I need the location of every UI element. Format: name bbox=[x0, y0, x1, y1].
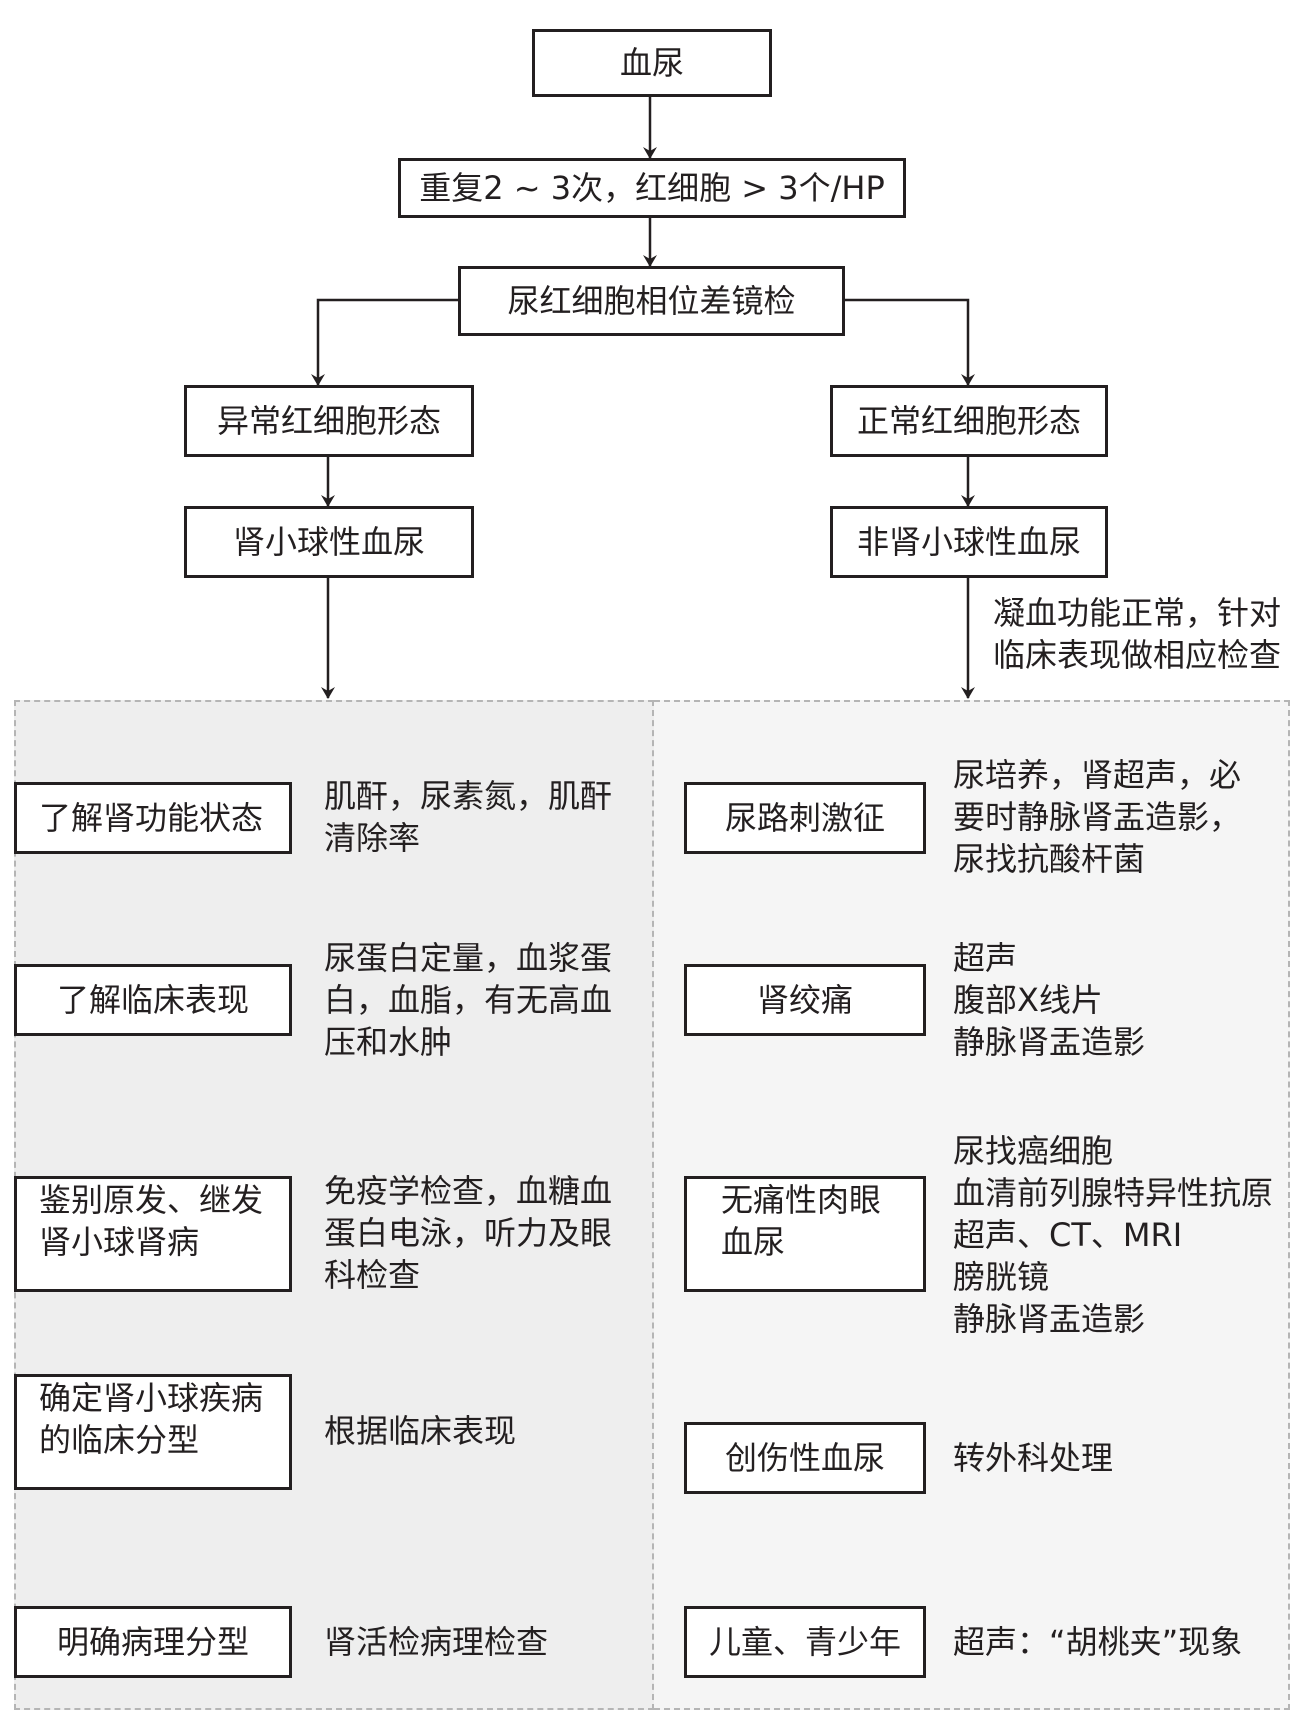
glomerular-hematuria-box: 肾小球性血尿 bbox=[184, 506, 474, 578]
renal-function-note: 肌酐，尿素氮，肌酐 清除率 bbox=[324, 775, 612, 859]
note-line: 血清前列腺特异性抗原 bbox=[953, 1174, 1274, 1212]
note-line: 免疫学检查，血糖血 bbox=[324, 1172, 613, 1210]
clinical-manifestation-note: 尿蛋白定量，血浆蛋 白，血脂，有无高血 压和水肿 bbox=[324, 937, 612, 1063]
phase-contrast-box: 尿红细胞相位差镜检 bbox=[458, 266, 845, 336]
note-line: 清除率 bbox=[324, 819, 421, 857]
box-line: 儿童、青少年 bbox=[708, 1623, 901, 1661]
renal-colic-box: 肾绞痛 bbox=[684, 964, 926, 1036]
box-line: 了解临床表现 bbox=[56, 981, 249, 1019]
arrow-to-normal-morphology bbox=[845, 298, 975, 386]
box-line: 鉴别原发、继发 bbox=[39, 1181, 264, 1219]
clinical-type-box: 确定肾小球疾病 的临床分型 bbox=[14, 1374, 292, 1490]
note-line: 超声 bbox=[953, 939, 1018, 977]
children-adolescents-box: 儿童、青少年 bbox=[684, 1606, 926, 1678]
note-line: 压和水肿 bbox=[324, 1023, 453, 1061]
pathology-type-box: 明确病理分型 bbox=[14, 1606, 292, 1678]
note-line: 超声、CT、MRI bbox=[953, 1216, 1183, 1254]
note-line: 肾活检病理检查 bbox=[324, 1623, 549, 1661]
normal-morphology-label: 正常红细胞形态 bbox=[856, 402, 1081, 440]
note-line: 科检查 bbox=[324, 1256, 421, 1294]
urinary-irritation-note: 尿培养，肾超声，必 要时静脉肾盂造影， 尿找抗酸杆菌 bbox=[953, 754, 1241, 880]
note-line: 要时静脉肾盂造影， bbox=[953, 798, 1242, 836]
note-line: 转外科处理 bbox=[953, 1439, 1114, 1477]
clinical-manifestation-box: 了解临床表现 bbox=[14, 964, 292, 1036]
box-line: 的临床分型 bbox=[39, 1421, 200, 1459]
traumatic-hematuria-note: 转外科处理 bbox=[953, 1437, 1113, 1479]
repeat-test-box: 重复2 ~ 3次，红细胞 > 3个/HP bbox=[398, 158, 906, 218]
note-line: 腹部X线片 bbox=[953, 981, 1103, 1019]
primary-secondary-note: 免疫学检查，血糖血 蛋白电泳，听力及眼 科检查 bbox=[324, 1170, 612, 1296]
note-line: 尿找抗酸杆菌 bbox=[953, 840, 1146, 878]
urinary-irritation-box: 尿路刺激征 bbox=[684, 782, 926, 854]
note-line: 根据临床表现 bbox=[324, 1412, 517, 1450]
box-line: 明确病理分型 bbox=[56, 1623, 249, 1661]
non-glomerular-hematuria-label: 非肾小球性血尿 bbox=[856, 523, 1081, 561]
arrow-to-abnormal-morphology bbox=[311, 298, 458, 386]
phase-contrast-label: 尿红细胞相位差镜检 bbox=[507, 282, 796, 320]
abnormal-morphology-label: 异常红细胞形态 bbox=[216, 402, 441, 440]
note-line: 尿找癌细胞 bbox=[953, 1132, 1114, 1170]
box-line: 尿路刺激征 bbox=[724, 799, 885, 837]
note-line: 白，血脂，有无高血 bbox=[324, 981, 613, 1019]
box-line: 创伤性血尿 bbox=[724, 1439, 885, 1477]
note-line: 尿蛋白定量，血浆蛋 bbox=[324, 939, 613, 977]
box-line: 肾绞痛 bbox=[756, 981, 853, 1019]
painless-gross-hematuria-note: 尿找癌细胞 血清前列腺特异性抗原 超声、CT、MRI 膀胱镜 静脉肾盂造影 bbox=[953, 1130, 1273, 1340]
renal-function-box: 了解肾功能状态 bbox=[14, 782, 292, 854]
renal-colic-note: 超声 腹部X线片 静脉肾盂造影 bbox=[953, 937, 1145, 1063]
box-line: 了解肾功能状态 bbox=[39, 799, 264, 837]
hematuria-label: 血尿 bbox=[619, 44, 684, 82]
box-line: 肾小球肾病 bbox=[39, 1223, 200, 1261]
note-line: 尿培养，肾超声，必 bbox=[953, 756, 1242, 794]
coagulation-note: 凝血功能正常，针对 临床表现做相应检查 bbox=[993, 592, 1281, 676]
children-adolescents-note: 超声：“胡桃夹”现象 bbox=[953, 1621, 1242, 1663]
primary-secondary-box: 鉴别原发、继发 肾小球肾病 bbox=[14, 1176, 292, 1292]
box-line: 血尿 bbox=[721, 1223, 786, 1261]
hematuria-box: 血尿 bbox=[532, 29, 772, 97]
note-line: 凝血功能正常，针对 bbox=[993, 594, 1282, 632]
painless-gross-hematuria-box: 无痛性肉眼 血尿 bbox=[684, 1176, 926, 1292]
box-line: 确定肾小球疾病 bbox=[39, 1379, 264, 1417]
note-line: 蛋白电泳，听力及眼 bbox=[324, 1214, 613, 1252]
box-line: 无痛性肉眼 bbox=[721, 1181, 882, 1219]
glomerular-hematuria-label: 肾小球性血尿 bbox=[232, 523, 425, 561]
note-line: 静脉肾盂造影 bbox=[953, 1023, 1146, 1061]
note-line: 膀胱镜 bbox=[953, 1258, 1050, 1296]
pathology-type-note: 肾活检病理检查 bbox=[324, 1621, 548, 1663]
non-glomerular-hematuria-box: 非肾小球性血尿 bbox=[830, 506, 1108, 578]
note-line: 临床表现做相应检查 bbox=[993, 636, 1282, 674]
abnormal-morphology-box: 异常红细胞形态 bbox=[184, 385, 474, 457]
note-line: 肌酐，尿素氮，肌酐 bbox=[324, 777, 613, 815]
note-line: 超声：“胡桃夹”现象 bbox=[953, 1623, 1243, 1661]
normal-morphology-box: 正常红细胞形态 bbox=[830, 385, 1108, 457]
traumatic-hematuria-box: 创伤性血尿 bbox=[684, 1422, 926, 1494]
repeat-test-label: 重复2 ~ 3次，红细胞 > 3个/HP bbox=[419, 169, 885, 207]
clinical-type-note: 根据临床表现 bbox=[324, 1410, 516, 1452]
note-line: 静脉肾盂造影 bbox=[953, 1300, 1146, 1338]
